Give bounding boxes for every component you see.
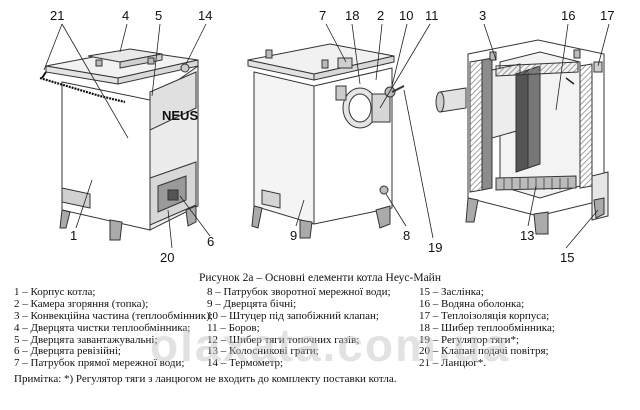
- callout-2: 2: [377, 8, 384, 23]
- callout-16: 16: [561, 8, 575, 23]
- leader-lines-left: [43, 23, 211, 249]
- legend-item: 13 – Колосникові грати;: [207, 345, 319, 358]
- legend-item: 6 – Дверцята ревізійні;: [14, 345, 121, 358]
- callout-9: 9: [290, 228, 297, 243]
- callout-7: 7: [319, 8, 326, 23]
- callout-11: 11: [425, 8, 439, 23]
- legend-item: 4 – Дверцята чистки теплообмінника;: [14, 321, 191, 334]
- callout-15: 15: [560, 250, 574, 265]
- callout-14: 14: [198, 8, 212, 23]
- legend-item: 8 – Патрубок зворотної мережної води;: [207, 286, 391, 298]
- callout-3: 3: [479, 8, 486, 23]
- callout-5: 5: [155, 8, 162, 23]
- legend-item: 17 – Теплоізоляція корпуса;: [419, 309, 550, 322]
- boiler-rear-view: [247, 43, 405, 239]
- legend-item: 20 – Клапан подачі повітря;: [419, 345, 549, 358]
- legend-item: 9 – Дверцята бічні;: [207, 297, 297, 310]
- boiler-diagram: NEUS: [39, 8, 614, 265]
- boiler-front-view: [39, 48, 199, 241]
- callout-6: 6: [207, 234, 214, 249]
- callout-20: 20: [160, 250, 174, 265]
- brand-logo-text: NEUS: [162, 108, 198, 123]
- legend-item: 16 – Водяна оболонка;: [419, 297, 525, 310]
- callout-19: 19: [428, 240, 442, 255]
- figure-caption: Рисунок 2а – Основні елементи котла Неус…: [199, 272, 441, 284]
- callout-4: 4: [122, 8, 129, 23]
- legend-item: 15 – Заслінка;: [419, 286, 484, 298]
- leader-lines-right: [483, 23, 610, 249]
- boiler-cutaway-view: [435, 39, 609, 235]
- footnote: Примітка: *) Регулятор тяги з ланцюгом н…: [14, 373, 397, 385]
- legend-column-2: 8 – Патрубок зворотної мережної води; 9 …: [207, 286, 391, 370]
- leader-lines-middle: [295, 23, 434, 239]
- legend-item: 3 – Конвекційна частина (теплообмінник);: [14, 309, 213, 322]
- legend-item: 2 – Камера згоряння (топка);: [14, 297, 149, 310]
- legend-item: 5 – Дверцята завантажувальні;: [14, 333, 158, 346]
- callout-21: 21: [50, 8, 64, 23]
- legend-item: 1 – Корпус котла;: [14, 286, 96, 298]
- callout-13: 13: [520, 228, 534, 243]
- legend-column-3: 15 – Заслінка; 16 – Водяна оболонка; 17 …: [419, 286, 555, 370]
- legend-item: 19 – Регулятор тяги*;: [419, 333, 520, 346]
- legend-item: 12 – Шибер тяги топочних газів;: [207, 333, 360, 346]
- callout-10: 10: [399, 8, 413, 23]
- legend-item: 10 – Штуцер під запобіжний клапан;: [207, 309, 379, 322]
- legend-column-1: 1 – Корпус котла; 2 – Камера згоряння (т…: [14, 286, 213, 370]
- legend-item: 18 – Шибер теплообмінника;: [419, 321, 555, 334]
- callout-18: 18: [345, 8, 359, 23]
- callout-17: 17: [600, 8, 614, 23]
- legend-item: 21 – Ланцюг*.: [419, 357, 487, 370]
- legend-item: 11 – Боров;: [207, 321, 260, 334]
- legend-item: 7 – Патрубок прямої мережної води;: [14, 357, 185, 370]
- legend-item: 14 – Термометр;: [207, 357, 284, 370]
- callout-8: 8: [403, 228, 410, 243]
- callout-1: 1: [70, 228, 77, 243]
